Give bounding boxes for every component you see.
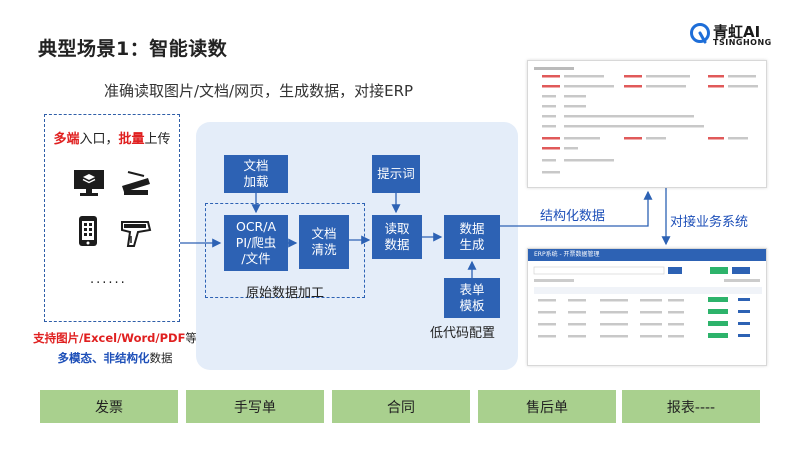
data-types-tail: 数据	[149, 351, 173, 365]
brand-logo-icon	[690, 23, 710, 44]
supported-formats-tail: 等	[185, 331, 197, 345]
form-template-node: 表单模板	[444, 278, 500, 318]
category-after-sales: 售后单	[478, 390, 616, 423]
prompt-node: 提示词	[372, 155, 420, 193]
phone-icon	[79, 216, 97, 246]
page-subtitle: 准确读取图片/文档/网页，生成数据，对接ERP	[104, 82, 414, 100]
doc-load-node: 文档加载	[224, 155, 288, 193]
read-data-line2: 数据	[384, 237, 410, 252]
category-invoice: 发票	[40, 390, 178, 423]
doc-preview-graphic	[534, 67, 758, 174]
category-contract: 合同	[332, 390, 470, 423]
data-types-note: 多模态、非结构化数据	[30, 350, 200, 366]
prompt-label: 提示词	[377, 165, 415, 181]
data-gen-line2: 生成	[459, 237, 485, 252]
brand-subtitle: TSINGHONG	[713, 38, 772, 47]
form-template-line2: 模板	[459, 298, 485, 313]
raw-processing-label: 原始数据加工	[246, 286, 325, 301]
structured-data-label: 结构化数据	[540, 209, 606, 224]
read-data-line1: 读取	[384, 220, 410, 236]
erp-connect-label: 对接业务系统	[670, 215, 749, 230]
doc-load-line2: 加载	[243, 174, 269, 189]
upload-label: 上传	[144, 132, 171, 147]
erp-system-preview: ERP系统 - 开票数据管理	[527, 248, 767, 366]
input-sources-box	[44, 114, 180, 322]
multi-end-label: 多端	[53, 132, 80, 147]
page-title: 典型场景1：智能读数	[38, 38, 228, 60]
supported-formats-note: 支持图片/Excel/Word/PDF等	[30, 330, 200, 346]
ocr-line3: /文件	[241, 251, 271, 267]
barcode-scanner-icon	[121, 221, 152, 247]
supported-formats: 支持图片/Excel/Word/PDF	[33, 331, 186, 345]
input-sources-title: 多端入口，批量上传	[44, 128, 180, 147]
form-template-line1: 表单	[459, 281, 485, 297]
data-types: 多模态、非结构化	[57, 351, 150, 365]
data-gen-node: 数据生成	[444, 215, 500, 259]
erp-table-graphic	[533, 266, 762, 338]
category-handwritten: 手写单	[186, 390, 324, 423]
desktop-icon	[74, 170, 104, 196]
batch-label: 批量	[118, 132, 145, 147]
scanner-icon	[122, 171, 150, 195]
raw-processing-group	[205, 203, 365, 298]
read-data-node: 读取数据	[372, 215, 422, 259]
more-devices-ellipsis: ......	[90, 272, 127, 287]
doc-clean-line2: 清洗	[311, 242, 337, 257]
data-gen-line1: 数据	[459, 220, 485, 236]
doc-clean-node: 文档清洗	[299, 215, 349, 269]
ocr-line2: PI/爬虫	[235, 234, 277, 250]
doc-load-line1: 文档	[243, 157, 269, 173]
erp-title-bar: ERP系统 - 开票数据管理	[528, 249, 766, 261]
category-report: 报表----	[622, 390, 760, 423]
arrow-gen-to-doc	[500, 190, 653, 227]
brand-name: 青虹AI	[713, 23, 761, 41]
low-code-config-label: 低代码配置	[430, 326, 496, 341]
entry-label: 入口，	[79, 132, 119, 147]
ocr-line1: OCR/A	[235, 218, 276, 234]
doc-clean-line1: 文档	[311, 225, 337, 241]
structured-doc-preview	[527, 60, 767, 188]
